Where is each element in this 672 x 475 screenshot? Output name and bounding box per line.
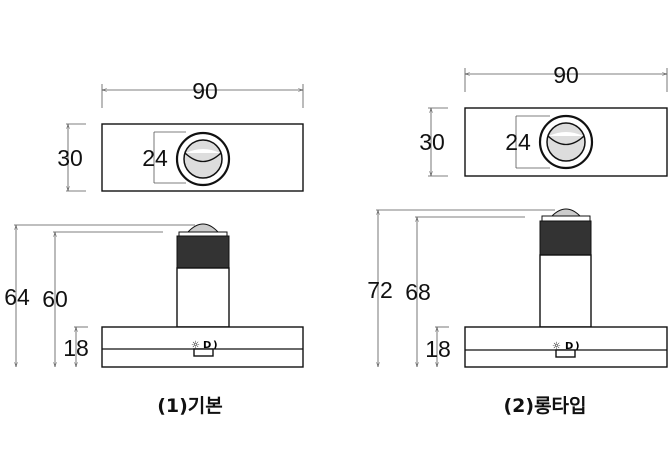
- caption-long: (2)롱타입: [503, 395, 586, 417]
- thread: [176, 235, 230, 269]
- height-dimension: 30: [57, 145, 83, 171]
- sun-icon: ☼: [191, 340, 200, 351]
- stem: [176, 267, 230, 328]
- caption-basic: (1)기본: [157, 395, 223, 417]
- sun-icon: ☼: [552, 341, 561, 352]
- base: [101, 326, 304, 368]
- height-dimension: 30: [419, 129, 445, 155]
- base-height-dimension: 18: [63, 335, 89, 361]
- lens-dimension: 24: [142, 145, 168, 171]
- base: [464, 326, 668, 368]
- variant-long: 90 30 24 72 68 18: [367, 62, 668, 417]
- thread: [539, 220, 592, 256]
- half-moon-icon: D: [203, 340, 211, 351]
- top-view: 90 30 24: [419, 62, 668, 177]
- total-height-dimension: 72: [367, 277, 393, 303]
- side-view: 72 68 18 ☼ D ): [367, 208, 668, 368]
- width-dimension: 90: [553, 62, 579, 88]
- stem: [539, 254, 592, 328]
- body-height-dimension: 68: [405, 279, 431, 305]
- crescent-moon-icon: ): [575, 341, 580, 352]
- top-view: 90 30 24: [57, 78, 304, 192]
- body-height-dimension: 60: [42, 286, 68, 312]
- base-height-dimension: 18: [425, 336, 451, 362]
- variant-basic: 90 30 24 64 60 18: [4, 78, 304, 417]
- lens-dimension: 24: [505, 129, 531, 155]
- width-dimension: 90: [192, 78, 218, 104]
- total-height-dimension: 64: [4, 284, 30, 310]
- crescent-moon-icon: ): [213, 340, 218, 351]
- pir-lens-icon: [538, 114, 594, 170]
- half-moon-icon: D: [565, 341, 573, 352]
- side-view: 64 60 18 ☼ D ): [4, 223, 304, 368]
- pir-lens-icon: [175, 131, 231, 187]
